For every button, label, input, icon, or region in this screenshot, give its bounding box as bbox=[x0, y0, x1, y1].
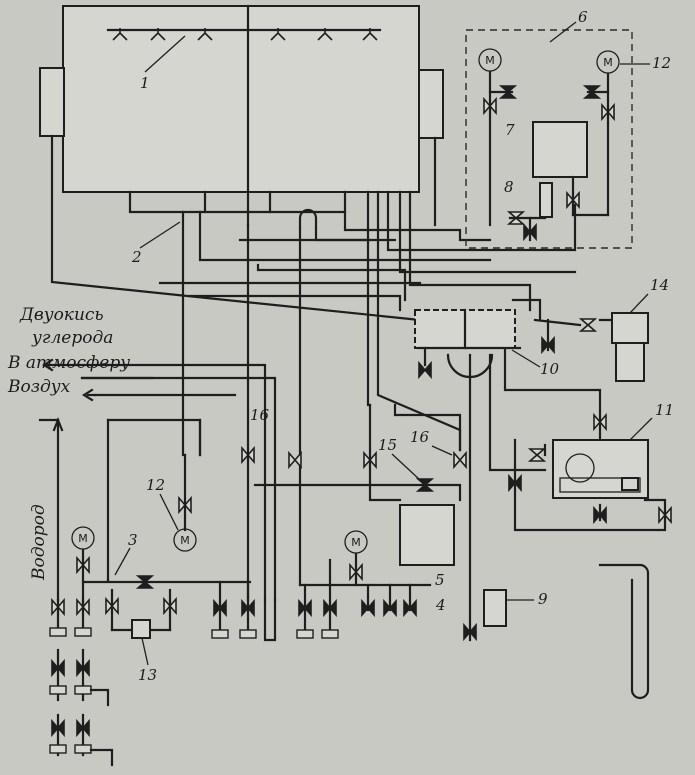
pipelines bbox=[50, 134, 667, 700]
stream-label-hydrogen: Водород bbox=[29, 504, 49, 581]
motor-symbol: M bbox=[351, 536, 361, 549]
callout-16-right: 16 bbox=[410, 428, 430, 446]
callout-2: 2 bbox=[131, 248, 142, 266]
bottom-collector bbox=[128, 190, 347, 249]
stream-label-carbon-dioxide: углерода bbox=[31, 328, 113, 348]
callout-12-bottom: 12 bbox=[146, 476, 165, 494]
cooler-unit bbox=[414, 308, 649, 382]
callout-10: 10 bbox=[540, 360, 560, 378]
callout-12-top: 12 bbox=[652, 54, 671, 72]
callout-15: 15 bbox=[378, 436, 397, 454]
callout-7: 7 bbox=[505, 121, 515, 139]
dryer-unit bbox=[508, 414, 672, 523]
callout-3: 3 bbox=[128, 531, 138, 549]
motor-symbol: M bbox=[603, 56, 613, 69]
separator-unit bbox=[241, 447, 467, 566]
callout-8: 8 bbox=[504, 178, 514, 196]
motor-symbol: M bbox=[180, 534, 190, 547]
motor-symbol: M bbox=[78, 532, 88, 545]
callout-14: 14 bbox=[650, 276, 669, 294]
callout-13: 13 bbox=[138, 666, 157, 684]
stream-label-air: Воздух bbox=[7, 377, 71, 397]
callout-1: 1 bbox=[140, 74, 150, 92]
callout-4: 4 bbox=[435, 596, 446, 614]
generator bbox=[39, 4, 444, 227]
callout-9: 9 bbox=[538, 590, 548, 608]
callout-11: 11 bbox=[655, 401, 674, 419]
gas-analysis-unit: M M bbox=[465, 29, 633, 249]
bottom-manifolds: M M M bbox=[38, 417, 507, 767]
callout-5: 5 bbox=[435, 571, 445, 589]
callout-6: 6 bbox=[578, 8, 588, 26]
stream-label-carbon-dioxide: Двуокись bbox=[19, 305, 104, 325]
inlet-arrows bbox=[41, 358, 154, 402]
callout-16-left: 16 bbox=[250, 406, 270, 424]
motor-symbol: M bbox=[485, 54, 495, 67]
stream-label-atmosphere: В атмосферу bbox=[7, 353, 130, 373]
